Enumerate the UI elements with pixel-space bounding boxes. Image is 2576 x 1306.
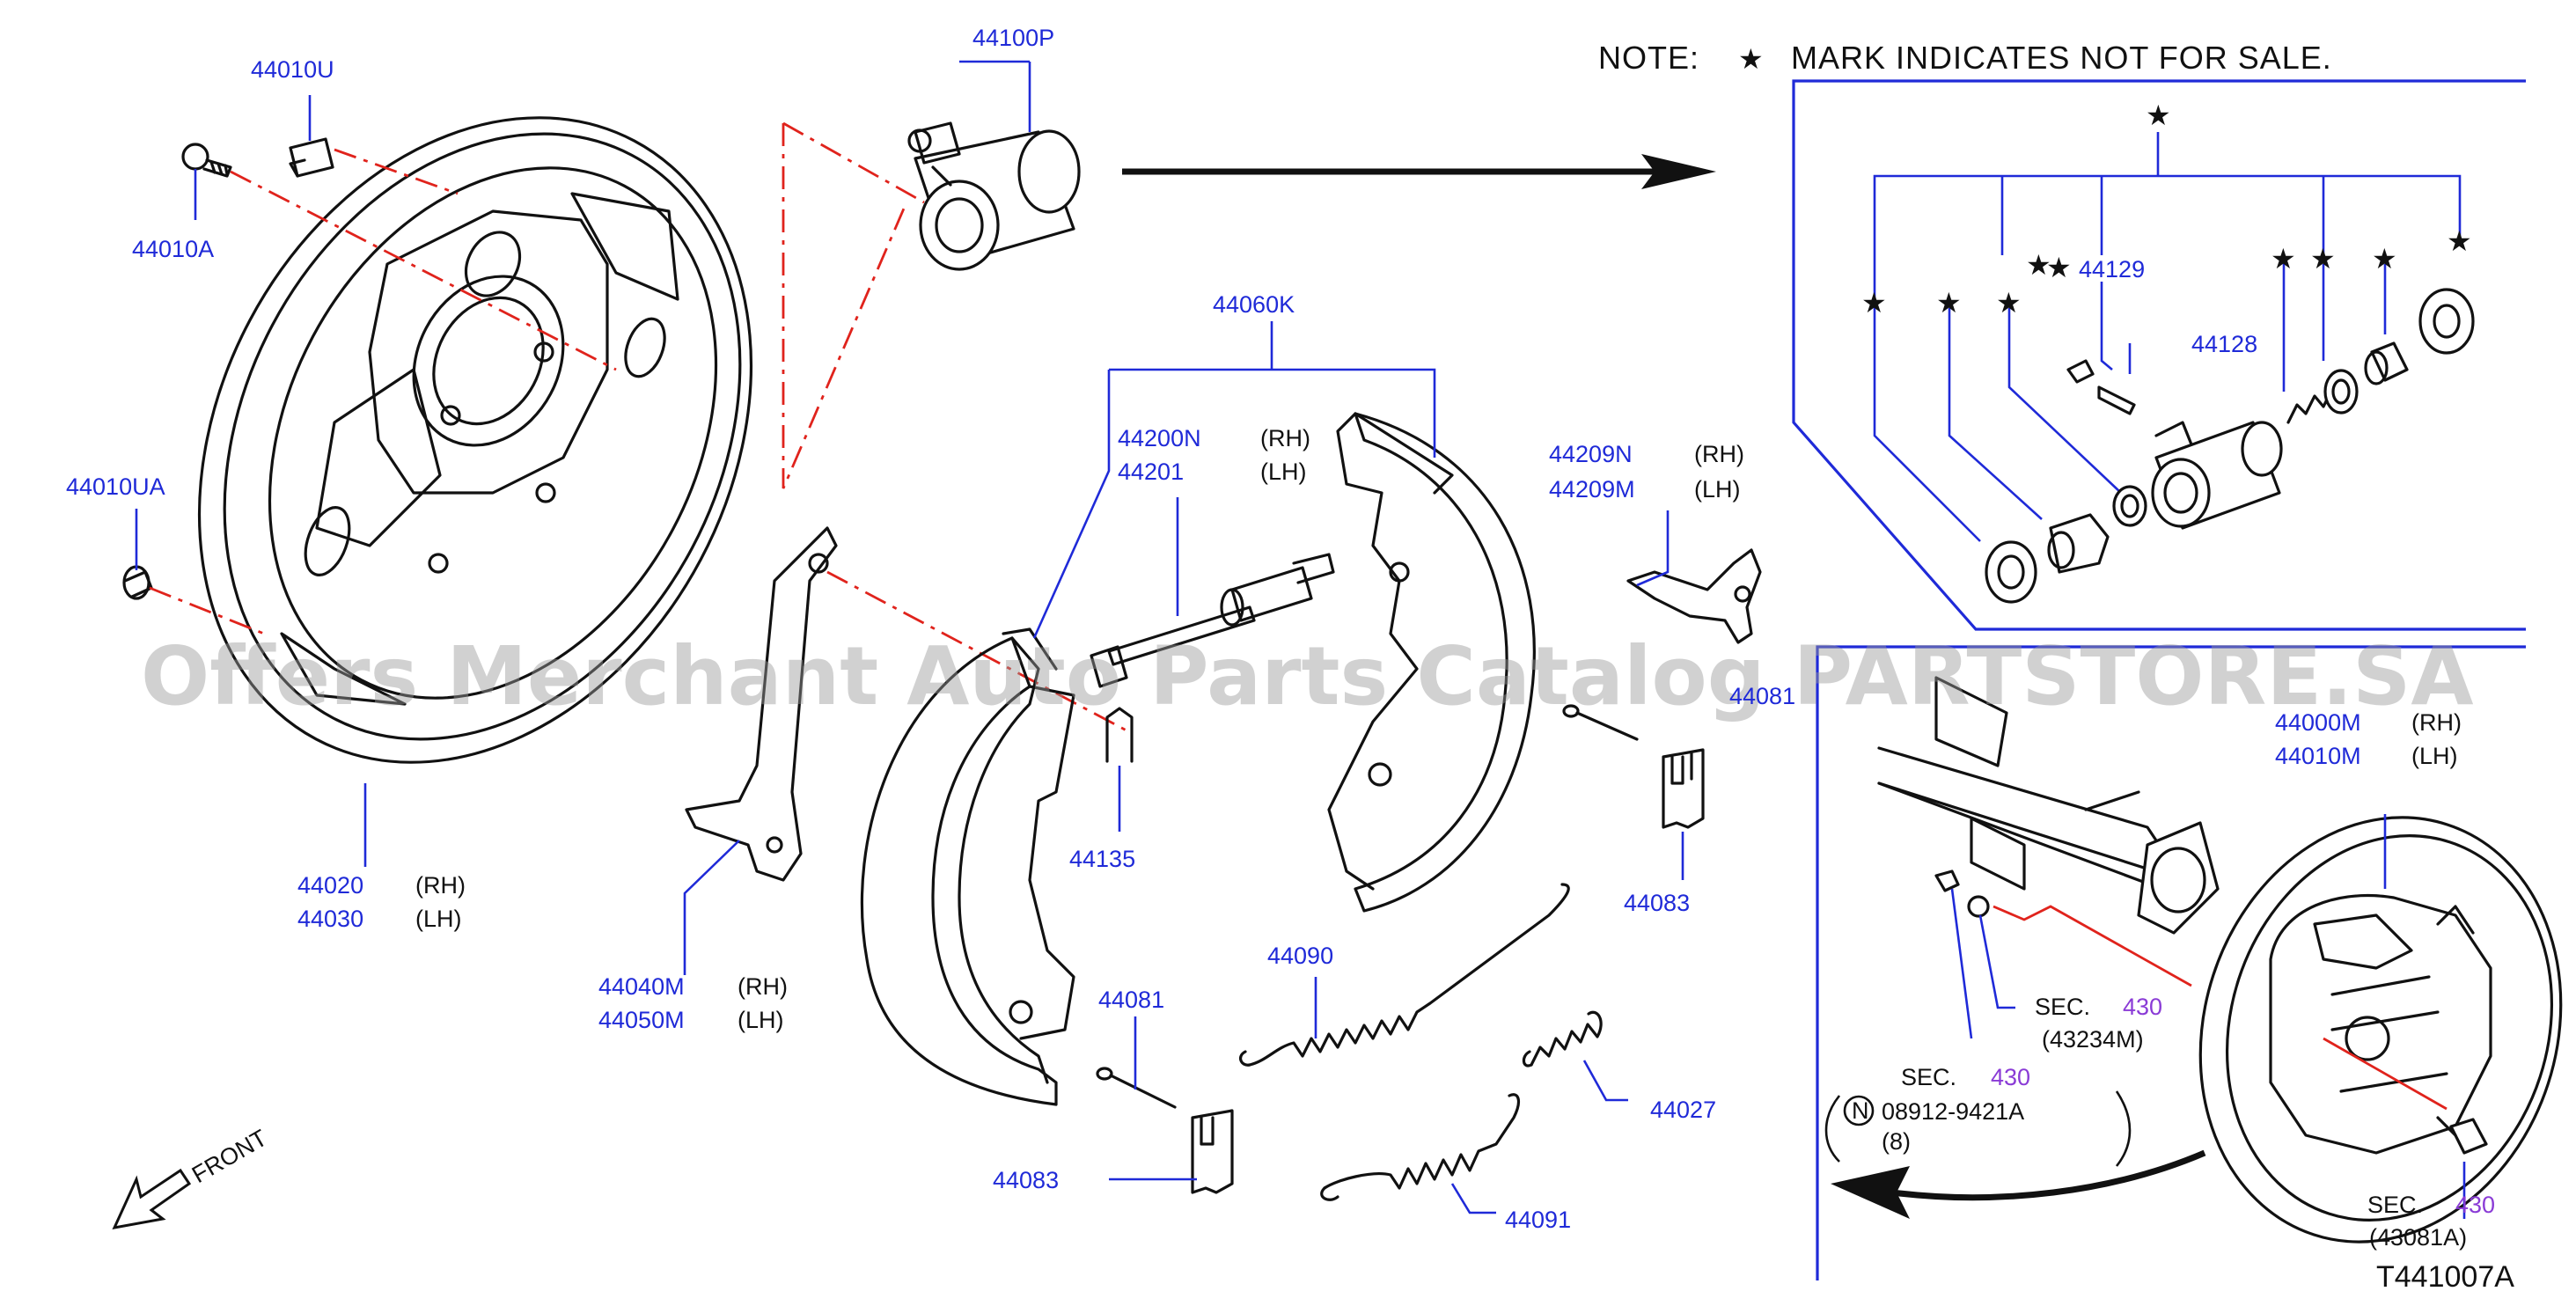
label-44090[interactable]: 44090 <box>1267 943 1333 969</box>
label-44020-rh: (RH) <box>415 872 466 899</box>
front-label: FRONT <box>187 1125 272 1188</box>
bolt-44010a-drawing <box>181 143 232 178</box>
label-44209m-lh: (LH) <box>1694 476 1741 503</box>
note-star-icon: ★ <box>1738 42 1764 76</box>
spring-cup-lower-drawing <box>1191 1109 1234 1194</box>
front-arrow-icon <box>112 1168 192 1229</box>
label-44135[interactable]: 44135 <box>1069 846 1135 872</box>
star-icon: ★ <box>1861 286 1887 319</box>
label-44081-lower[interactable]: 44081 <box>1098 987 1164 1013</box>
label-44000m-rh: (RH) <box>2411 709 2462 736</box>
label-44209n[interactable]: 44209N <box>1549 441 1633 467</box>
label-44030[interactable]: 44030 <box>297 906 363 932</box>
label-44200n-rh: (RH) <box>1260 425 1310 451</box>
clip-44135-drawing <box>1105 707 1134 763</box>
curved-arrow-icon <box>1831 1149 2206 1219</box>
sec-code-43081a: (43081A) <box>2369 1224 2467 1251</box>
hold-pin-upper-drawing <box>1562 704 1639 741</box>
star-icon: ★ <box>2372 242 2397 275</box>
part-labels: 44100P 44010U 44010A 44010UA 44020 (RH) … <box>66 25 2514 1294</box>
cylinder-exploded-drawing <box>1985 288 2475 604</box>
label-44010ua[interactable]: 44010UA <box>66 473 165 500</box>
label-44040m-rh: (RH) <box>738 973 788 1000</box>
label-44030-lh: (LH) <box>415 906 462 932</box>
sec-label-43234m: SEC. <box>2035 994 2090 1020</box>
return-spring-44090-drawing <box>1238 883 1570 1067</box>
label-44040m[interactable]: 44040M <box>598 973 685 1000</box>
label-44129[interactable]: 44129 <box>2079 256 2145 282</box>
hold-pin-lower-drawing <box>1096 1067 1177 1109</box>
label-44083-upper[interactable]: 44083 <box>1624 890 1690 916</box>
label-44100p[interactable]: 44100P <box>972 25 1054 51</box>
label-44129-star-icon: ★ <box>2046 251 2072 284</box>
watermark: Offers Merchant Auto Parts Catalog PARTS… <box>141 629 2474 723</box>
sec-label-nut: SEC. <box>1901 1064 1956 1090</box>
star-icon: ★ <box>2310 242 2336 275</box>
backing-plate-drawing <box>197 116 753 764</box>
star-icon: ★ <box>1936 286 1962 319</box>
label-44050m-lh: (LH) <box>738 1007 784 1033</box>
star-top-icon: ★ <box>2146 99 2171 132</box>
label-44201-lh: (LH) <box>1260 459 1307 485</box>
label-44060k[interactable]: 44060K <box>1213 291 1295 318</box>
adjuster-lever-44040m-drawing <box>685 526 838 882</box>
label-44050m[interactable]: 44050M <box>598 1007 685 1033</box>
label-44083-lower[interactable]: 44083 <box>993 1167 1059 1193</box>
sec-number-43234m[interactable]: 430 <box>2123 994 2162 1020</box>
label-44209n-rh: (RH) <box>1694 441 1744 467</box>
label-44128[interactable]: 44128 <box>2191 331 2257 357</box>
nut-quantity: (8) <box>1882 1128 1911 1155</box>
arrow-right-icon <box>1122 154 1716 189</box>
return-spring-44091-drawing <box>1320 1093 1521 1201</box>
bolt-sec-43081a-drawing <box>2436 1116 2488 1155</box>
sec-number-43081a[interactable]: 430 <box>2455 1192 2495 1218</box>
label-44020[interactable]: 44020 <box>297 872 363 899</box>
label-44010m[interactable]: 44010M <box>2275 743 2361 769</box>
label-44010u[interactable]: 44010U <box>251 56 334 83</box>
label-44081-upper[interactable]: 44081 <box>1729 683 1795 709</box>
nut-symbol: N <box>1852 1097 1869 1124</box>
label-44010a[interactable]: 44010A <box>132 236 214 262</box>
label-44201[interactable]: 44201 <box>1118 459 1184 485</box>
star-icon: ★ <box>2447 224 2472 258</box>
star-icon: ★ <box>1996 286 2022 319</box>
label-44000m[interactable]: 44000M <box>2275 709 2361 736</box>
label-44010m-lh: (LH) <box>2411 743 2458 769</box>
cap-44010ua-drawing <box>122 565 153 600</box>
brake-shoe-right-drawing <box>1327 412 1536 913</box>
not-for-sale-tree: ★ ★ ★ ★ ★ ★ ★ ★ ★ <box>1861 99 2472 542</box>
spring-44027-drawing <box>1522 1010 1603 1068</box>
star-icon: ★ <box>2271 242 2296 275</box>
note-prefix: NOTE: <box>1598 40 1699 76</box>
brake-assembly-drawing <box>2198 816 2563 1244</box>
label-44200n[interactable]: 44200N <box>1118 425 1201 451</box>
axle-beam-drawing <box>1877 676 2220 935</box>
star-icon: ★ <box>2026 248 2051 282</box>
wheel-cylinder-44100p-drawing <box>907 121 1081 271</box>
diagram-code: T441007A <box>2376 1260 2514 1294</box>
adjuster-strut-44200n-drawing <box>1090 553 1335 688</box>
note-text: MARK INDICATES NOT FOR SALE. <box>1791 40 2332 76</box>
label-44027[interactable]: 44027 <box>1650 1097 1716 1123</box>
label-44209m[interactable]: 44209M <box>1549 476 1635 503</box>
sec-number-nut[interactable]: 430 <box>1991 1064 2030 1090</box>
spring-cup-upper-drawing <box>1662 748 1705 829</box>
bracket-44209n-drawing <box>1626 548 1762 644</box>
note-header: NOTE: ★ MARK INDICATES NOT FOR SALE. <box>1598 40 2332 76</box>
clip-44010u-drawing <box>289 137 334 178</box>
sec-code-43234m: (43234M) <box>2042 1026 2144 1053</box>
sec-label-43081a: SEC. <box>2367 1192 2423 1218</box>
nut-part-number[interactable]: 08912-9421A <box>1882 1098 2024 1125</box>
label-44091[interactable]: 44091 <box>1505 1207 1571 1233</box>
brake-shoe-left-drawing <box>860 627 1075 1106</box>
